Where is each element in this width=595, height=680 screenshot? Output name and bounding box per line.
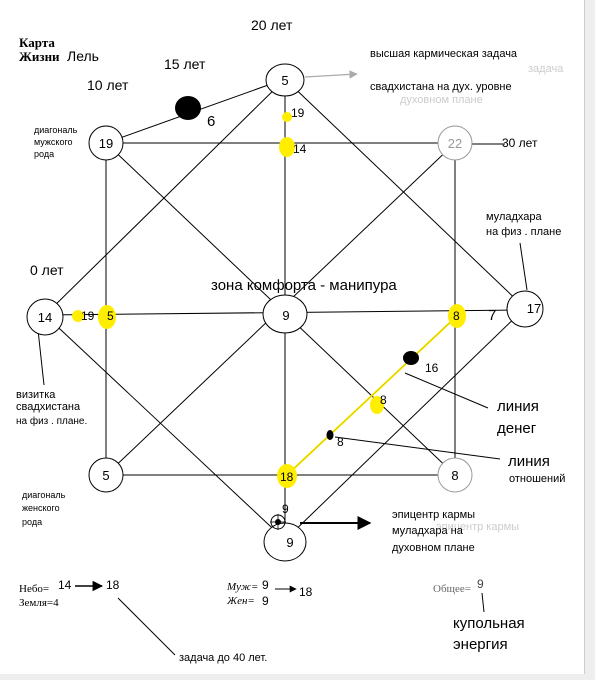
right-side-value: 7: [488, 307, 496, 324]
cupola-line1: купольная: [453, 615, 525, 632]
yellow-dot-left-a: [72, 310, 84, 322]
epicenter-line1: эпицентр кармы: [392, 509, 475, 521]
age-left: 0 лет: [30, 262, 64, 278]
yellow-dots: [72, 112, 466, 488]
title-line2: Жизни: [19, 49, 60, 64]
top-task-line1: высшая кармическая задача: [370, 48, 518, 60]
cupola-line2: энергия: [453, 636, 508, 653]
lower-mid-value: 18: [280, 470, 294, 484]
yellow-dot-upper-mid: [279, 137, 295, 157]
common-value: 9: [477, 577, 484, 591]
node-lower-right-value: 8: [451, 468, 458, 483]
top-task-line2: свадхистана на дух. уровне: [370, 81, 512, 93]
male-value: 9: [262, 578, 269, 592]
node-center-value: 9: [282, 308, 289, 323]
inner-rhombus: [44, 78, 526, 541]
age-upper-left: 10 лет: [87, 77, 129, 93]
common-label: Общее=: [433, 583, 471, 595]
black-dot-relations: [326, 430, 334, 440]
male-diag-line1: диагональ: [34, 125, 78, 135]
node-top: [265, 63, 305, 97]
left-inner-a-value: 19: [81, 309, 95, 323]
female-diag-line3: рода: [22, 517, 42, 527]
yellow-dot-left-b: [98, 305, 116, 329]
node-upper-right-value: 22: [448, 136, 462, 151]
age-right: 30 лет: [502, 136, 538, 150]
pointer-lines: [37, 143, 528, 460]
money-line-label-2: денег: [497, 420, 537, 437]
male-diag-line3: рода: [34, 149, 54, 159]
yellow-dot-near-top: [282, 112, 292, 122]
male-diag-line2: мужского: [34, 137, 73, 147]
node-lower-left-value: 5: [102, 468, 109, 483]
epicenter-ghost: эпицентр кармы: [436, 521, 519, 533]
top-task-ghost2: задача: [528, 63, 564, 75]
female-value: 9: [262, 594, 269, 608]
common-pointer: [481, 592, 485, 613]
age-15: 15 лет: [164, 56, 206, 72]
node-left-value: 14: [38, 310, 52, 325]
node-upper-left-value: 19: [99, 136, 113, 151]
node-lower-right: [437, 457, 473, 493]
node-circles: [26, 63, 544, 562]
task40-pointer: [117, 597, 176, 656]
muladhara-phys-line2: на физ . плане: [486, 226, 561, 238]
comfort-zone-label: зона комфорта - манипура: [211, 277, 397, 294]
epicenter-value: 9: [282, 502, 289, 516]
task-40-label: задача до 40 лет.: [179, 652, 267, 664]
node-bottom: [263, 522, 307, 562]
top-task-ghost: духовном плане: [400, 94, 483, 106]
money-upper-value: 16: [425, 361, 439, 375]
vizitka-line3: на физ . плане.: [16, 415, 87, 427]
sky-result: 18: [106, 578, 120, 592]
money-line-label-1: линия: [497, 398, 539, 415]
epicenter-line3: духовном плане: [392, 542, 475, 554]
right-inner-value: 8: [453, 309, 460, 323]
yellow-dot-money: [370, 396, 384, 414]
node-center: [262, 294, 308, 334]
window-bottom-border: [0, 674, 595, 680]
node-bottom-value: 9: [286, 535, 293, 550]
muladhara-phys-line1: муладхара: [486, 211, 543, 223]
yellow-dot-lower-mid: [277, 464, 297, 488]
node-upper-right: [437, 125, 473, 161]
node-right-value: 17: [527, 301, 541, 316]
mf-result: 18: [299, 585, 313, 599]
node-top-value: 5: [281, 73, 288, 88]
upper-mid-value: 14: [293, 142, 307, 156]
title-line1: Карта: [19, 35, 55, 50]
yellow-dot-right: [448, 304, 466, 328]
female-label: Жен=: [226, 595, 255, 607]
crosshair-icon: [270, 514, 286, 530]
vizitka-line2: свадхистана: [16, 401, 81, 413]
vizitka-line1: визитка: [16, 389, 56, 401]
dot-15-value: 6: [207, 113, 215, 130]
money-mid-value: 8: [380, 393, 387, 407]
top-task-arrow: [304, 70, 358, 79]
female-diag-line1: диагональ: [22, 490, 66, 500]
relations-label-1: линия: [508, 453, 550, 470]
near-top-value: 19: [291, 106, 305, 120]
female-diag-line2: женского: [22, 503, 60, 513]
black-dot-15: [175, 96, 201, 120]
title-name: Лель: [67, 48, 99, 64]
relations-label-2: отношений: [509, 473, 565, 485]
relations-value: 8: [337, 435, 344, 449]
sky-value: 14: [58, 578, 72, 592]
window-right-border: [584, 0, 595, 680]
node-lower-left: [88, 457, 124, 493]
earth-label: Земля=4: [19, 597, 59, 609]
node-upper-left: [88, 125, 124, 161]
node-left: [26, 298, 64, 336]
left-inner-b-value: 5: [107, 309, 114, 323]
age-top: 20 лет: [251, 17, 293, 33]
black-dot-money: [403, 351, 419, 365]
epicenter-line2: муладхара на: [392, 525, 464, 537]
node-right: [506, 290, 544, 328]
male-label: Муж=: [226, 581, 258, 593]
sky-label: Небо=: [19, 583, 49, 595]
